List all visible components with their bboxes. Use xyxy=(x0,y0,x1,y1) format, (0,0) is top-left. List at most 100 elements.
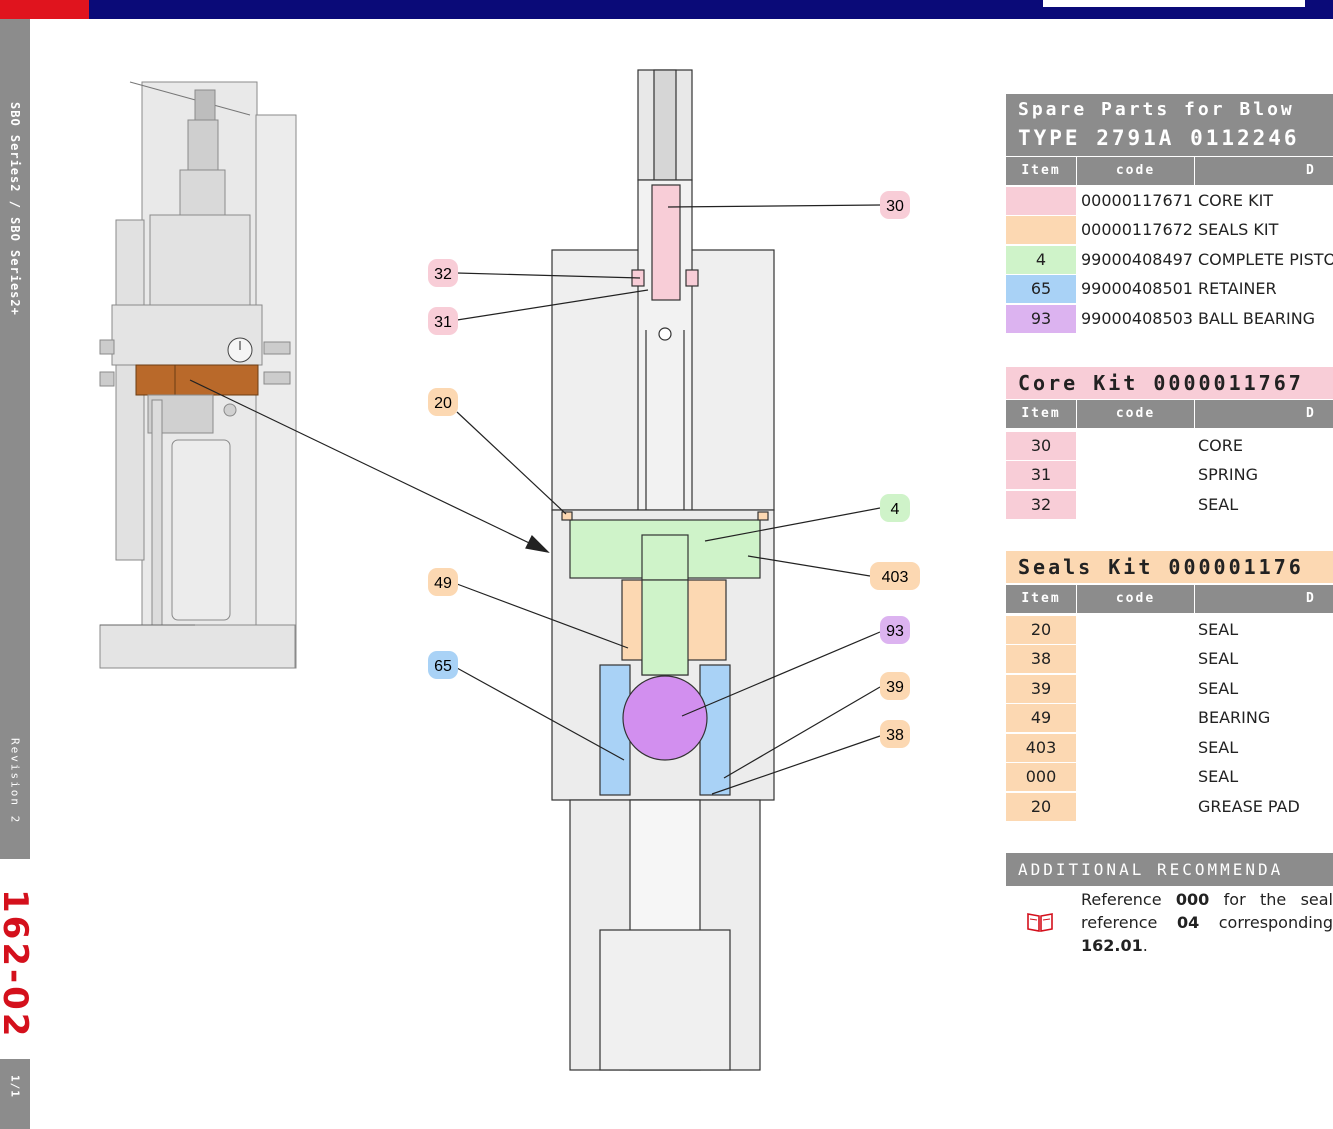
desc-cell: SEAL xyxy=(1198,649,1239,668)
table-row: 000 SEAL xyxy=(1006,763,1333,792)
table-row: 93 99000408503 BALL BEARING xyxy=(1006,305,1333,334)
table-row: 4 99000408497 COMPLETE PISTO xyxy=(1006,246,1333,275)
header-code: code xyxy=(1077,400,1195,428)
sidebar-page-block xyxy=(0,1059,30,1129)
callout-39: 39 xyxy=(880,672,910,700)
leader-lines xyxy=(189,204,881,795)
table-row: 49 BEARING xyxy=(1006,704,1333,733)
desc-cell: SEAL xyxy=(1198,495,1239,514)
item-cell: 38 xyxy=(1006,645,1076,673)
desc-cell: CORE xyxy=(1198,436,1243,455)
svg-text:31: 31 xyxy=(434,314,452,331)
callout-31: 31 xyxy=(428,307,458,335)
sidebar-series-text: SBO Series2 / SBO Series2+ xyxy=(8,102,22,316)
item-cell: 65 xyxy=(1006,275,1076,303)
svg-text:39: 39 xyxy=(886,679,904,696)
callout-38: 38 xyxy=(880,720,910,748)
callout-65: 65 xyxy=(428,651,458,679)
table-row: 00000117671 CORE KIT xyxy=(1006,187,1333,216)
item-cell: 32 xyxy=(1006,491,1076,519)
svg-text:32: 32 xyxy=(434,266,452,283)
item-cell: 4 xyxy=(1006,246,1076,274)
machine-overview xyxy=(99,81,297,669)
table-row: 20 SEAL xyxy=(1006,616,1333,645)
header-item: Item xyxy=(1006,157,1077,185)
table-row: 20 GREASE PAD xyxy=(1006,793,1333,822)
code-cell: 00000117672 xyxy=(1081,220,1193,239)
table-row: 65 99000408501 RETAINER xyxy=(1006,275,1333,304)
desc-cell: BALL BEARING xyxy=(1198,309,1316,328)
item-cell: 39 xyxy=(1006,675,1076,703)
header-white-tab xyxy=(1043,0,1305,7)
code-cell: 99000408503 xyxy=(1081,309,1193,328)
header-red-bar xyxy=(0,0,89,19)
callout-93: 93 xyxy=(880,616,910,644)
book-icon xyxy=(1026,910,1054,934)
desc-cell: BEARING xyxy=(1198,708,1271,727)
desc-cell: SEAL xyxy=(1198,679,1239,698)
desc-cell: RETAINER xyxy=(1198,279,1277,298)
callout-403: 403 xyxy=(870,562,920,590)
seals-kit-header: Item code D xyxy=(1006,585,1333,613)
desc-cell: SPRING xyxy=(1198,465,1259,484)
item-cell: 30 xyxy=(1006,432,1076,460)
item-cell: 000 xyxy=(1006,763,1076,791)
svg-text:38: 38 xyxy=(886,727,904,744)
seals-kit-title: Seals Kit 000001176 xyxy=(1006,551,1333,583)
table-row: 32 SEAL xyxy=(1006,491,1333,520)
desc-cell: CORE KIT xyxy=(1198,191,1274,210)
header-desc: D xyxy=(1306,163,1316,178)
sidebar: SBO Series2 / SBO Series2+ Revision 2 16… xyxy=(0,19,35,1129)
callout-49: 49 xyxy=(428,568,458,596)
spare-parts-title: Spare Parts for Blow TYPE 2791A 0112246 xyxy=(1006,94,1333,156)
technical-drawing: 30 32 31 20 4 403 49 93 65 39 38 xyxy=(99,69,920,1071)
table-row: 39 SEAL xyxy=(1006,675,1333,704)
valve-cross-section xyxy=(551,69,775,1071)
item-cell: 93 xyxy=(1006,305,1076,333)
svg-text:20: 20 xyxy=(434,395,452,412)
core-kit-title: Core Kit 0000011767 xyxy=(1006,367,1333,399)
svg-text:30: 30 xyxy=(886,198,904,215)
header-code: code xyxy=(1077,585,1195,613)
sidebar-page-number: 1/1 xyxy=(8,1075,22,1098)
core-kit-header: Item code D xyxy=(1006,400,1333,428)
callout-4: 4 xyxy=(880,494,910,522)
additional-title: ADDITIONAL RECOMMENDA xyxy=(1006,853,1333,886)
table-row: 403 SEAL xyxy=(1006,734,1333,763)
code-cell: 99000408497 xyxy=(1081,250,1193,269)
table-row: 30 CORE xyxy=(1006,432,1333,461)
header-item: Item xyxy=(1006,400,1077,428)
sidebar-revision-text: Revision 2 xyxy=(8,738,22,825)
table-row: 38 SEAL xyxy=(1006,645,1333,674)
desc-cell: SEAL xyxy=(1198,767,1239,786)
svg-text:4: 4 xyxy=(891,501,900,518)
desc-cell: SEAL xyxy=(1198,738,1239,757)
callout-30: 30 xyxy=(880,191,910,219)
spare-parts-header: Item code D xyxy=(1006,157,1333,185)
callout-20: 20 xyxy=(428,388,458,416)
desc-cell: SEALS KIT xyxy=(1198,220,1279,239)
item-cell: 49 xyxy=(1006,704,1076,732)
callout-32: 32 xyxy=(428,259,458,287)
desc-cell: COMPLETE PISTO xyxy=(1198,250,1333,269)
header-code: code xyxy=(1077,157,1195,185)
svg-text:93: 93 xyxy=(886,623,904,640)
header-item: Item xyxy=(1006,585,1077,613)
sidebar-revision-block xyxy=(0,397,30,859)
item-cell: 20 xyxy=(1006,616,1076,644)
header-navy-bar xyxy=(89,0,1333,19)
sidebar-doc-number: 162-02 xyxy=(0,888,35,1040)
item-cell: 20 xyxy=(1006,793,1076,821)
svg-text:403: 403 xyxy=(882,569,909,586)
recommendation-text: Reference 000 for the seal reference 04 … xyxy=(1081,890,1333,955)
item-cell xyxy=(1006,216,1076,244)
svg-text:49: 49 xyxy=(434,575,452,592)
item-cell: 31 xyxy=(1006,461,1076,489)
header-desc: D xyxy=(1306,591,1316,606)
table-row: 00000117672 SEALS KIT xyxy=(1006,216,1333,245)
desc-cell: GREASE PAD xyxy=(1198,797,1300,816)
code-cell: 00000117671 xyxy=(1081,191,1193,210)
code-cell: 99000408501 xyxy=(1081,279,1193,298)
item-cell: 403 xyxy=(1006,734,1076,762)
table-row: 31 SPRING xyxy=(1006,461,1333,490)
